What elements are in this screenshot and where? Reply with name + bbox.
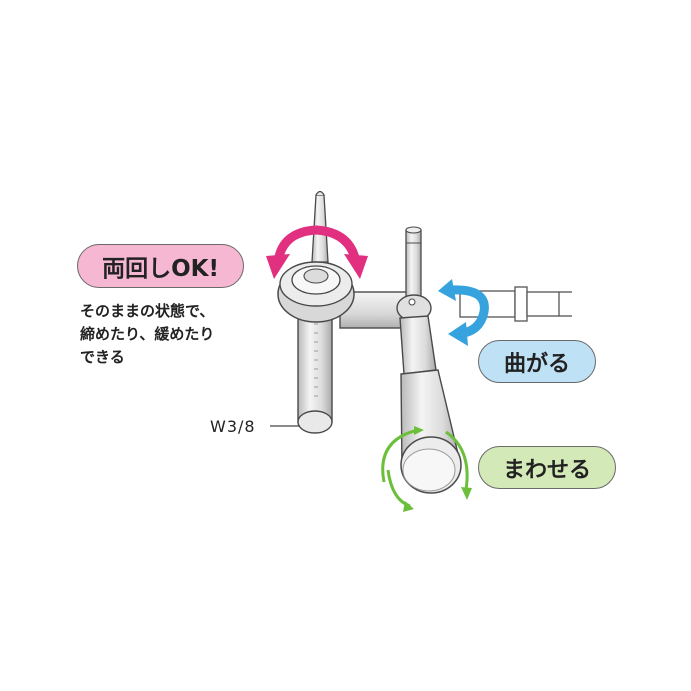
spin-label: まわせる bbox=[502, 457, 591, 483]
bend-label: 曲がる bbox=[503, 351, 570, 377]
bend-arrow-icon bbox=[438, 279, 489, 346]
description-text: そのままの状態で、 締めたり、緩めたり できる bbox=[80, 300, 214, 369]
handle bbox=[399, 315, 462, 494]
description-line-1: そのままの状態で、 bbox=[80, 302, 215, 320]
joint-pin bbox=[405, 226, 422, 299]
spin-arrow-icon bbox=[381, 426, 472, 512]
drive-size-label: W3/8 bbox=[210, 417, 256, 436]
rotate-arrow-icon bbox=[266, 225, 368, 279]
description-line-2: 締めたり、緩めたり bbox=[80, 325, 215, 343]
bend-badge: 曲がる bbox=[478, 340, 596, 383]
rotate-ok-badge: 両回しOK! bbox=[77, 244, 244, 288]
bent-position-ghost bbox=[459, 286, 572, 322]
swivel-joint bbox=[396, 294, 432, 322]
spin-badge: まわせる bbox=[478, 446, 616, 489]
ratchet-hub bbox=[277, 261, 355, 323]
description-line-3: できる bbox=[80, 348, 125, 366]
rotate-ok-label: 両回しOK! bbox=[102, 256, 219, 282]
